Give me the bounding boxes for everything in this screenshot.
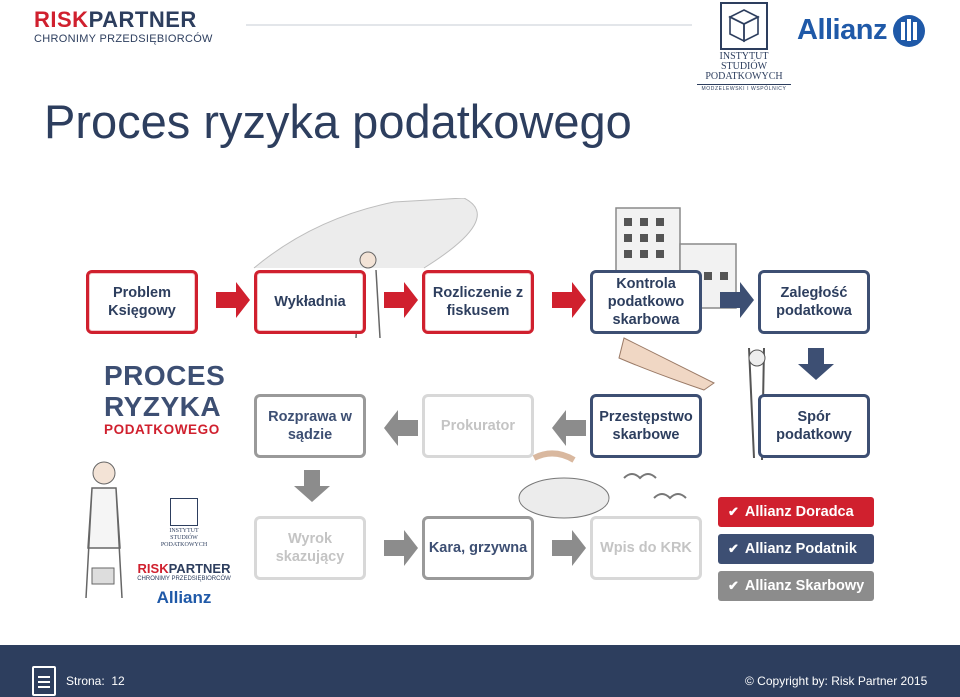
heading-line2: RYZYKA [104,391,222,422]
box-problem-ksiegowy: Problem Księgowy [86,270,198,334]
small-logo-tagline: CHRONIMY PRZEDSIĘBIORCÓW [137,576,231,582]
small-isp-line1: INSTYTUT [169,528,199,534]
allianz-eagle-icon [892,14,925,47]
logo-risk: RISK [34,7,89,32]
box-spor: Spór podatkowy [758,394,870,458]
allianz-logo: Allianz [797,14,925,47]
check-icon: ✔ [728,504,739,519]
box-zaleglosc: Zaległość podatkowa [758,270,870,334]
process-heading: PROCES RYZYKA [104,360,225,422]
small-logo-risk: RISK [137,561,169,576]
isp-logo: INSTYTUT STUDIÓW PODATKOWYCH MODZELEWSKI… [697,2,791,92]
process-diagram: Problem Księgowy Wykładnia Rozliczenie z… [64,198,894,610]
logo-partner: PARTNER [88,7,197,32]
page-label: Strona: [66,674,105,688]
product-label: Allianz Doradca [744,504,854,520]
allianz-wordmark: Allianz [797,14,887,46]
box-kontrola: Kontrola podatkowo skarbowa [590,270,702,334]
cube-icon [720,2,768,50]
small-logos: INSTYTUT STUDIÓW PODATKOWYCH RISKPARTNER… [134,498,234,608]
product-allianz-podatnik: ✔ Allianz Podatnik [718,534,874,564]
small-logo-partner: PARTNER [168,561,231,576]
copyright: © Copyright by: Risk Partner 2015 [745,674,928,688]
document-icon [32,666,56,696]
product-label: Allianz Podatnik [744,541,857,557]
header-divider [246,24,692,26]
heading-line3: PODATKOWEGO [104,422,220,437]
box-przestepstwo: Przestępstwo skarbowe [590,394,702,458]
product-allianz-doradca: ✔ Allianz Doradca [718,497,874,527]
sketch-illustration [85,198,834,599]
small-isp-line3: PODATKOWYCH [160,542,208,548]
box-wpis: Wpis do KRK [590,516,702,580]
box-kara: Kara, grzywna [422,516,534,580]
box-wyrok: Wyrok skazujący [254,516,366,580]
check-icon: ✔ [728,541,739,556]
page-indicator: Strona: 12 [66,674,125,688]
cube-icon [170,498,198,526]
isp-line1: INSTYTUT [719,51,769,62]
page-title: Proces ryzyka podatkowego [44,95,632,148]
product-allianz-skarbowy: ✔ Allianz Skarbowy [718,571,874,601]
isp-line4: MODZELEWSKI I WSPÓLNICY [697,84,791,92]
isp-line2: STUDIÓW [720,61,768,72]
footer-bar [0,645,960,697]
risk-partner-logo: RISKPARTNER CHRONIMY PRZEDSIĘBIORCÓW [34,7,213,46]
check-icon: ✔ [728,578,739,593]
product-label: Allianz Skarbowy [744,578,865,594]
logo-tagline: CHRONIMY PRZEDSIĘBIORCÓW [34,33,213,45]
small-allianz: Allianz [156,588,212,607]
box-rozprawa: Rozprawa w sądzie [254,394,366,458]
isp-line3: PODATKOWYCH [705,71,783,82]
small-isp-line2: STUDIÓW [170,535,198,541]
box-wykladnia: Wykładnia [254,270,366,334]
box-prokurator: Prokurator [422,394,534,458]
box-rozliczenie: Rozliczenie z fiskusem [422,270,534,334]
heading-line1: PROCES [104,360,226,391]
page-number: 12 [111,674,125,688]
